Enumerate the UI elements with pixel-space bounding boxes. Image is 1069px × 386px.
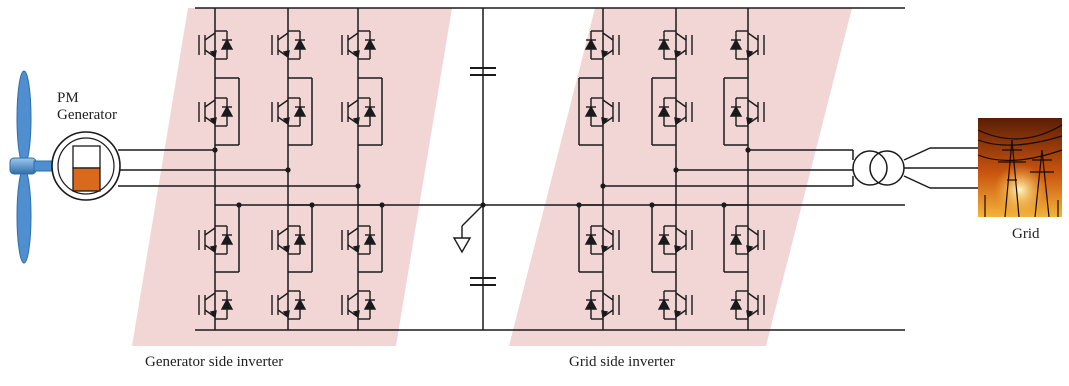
junction-dot: [236, 202, 242, 208]
wind-turbine-icon: [9, 70, 55, 264]
generator-inverter-leg2-switch4: [271, 290, 307, 320]
pm-generator-label: PM Generator: [57, 90, 117, 124]
generator-inverter-leg1-switch3: [198, 225, 234, 255]
pm-generator-label-line2: Generator: [57, 107, 117, 123]
grid-inverter-leg2-switch4: [657, 290, 693, 320]
generator-inverter-leg3-switch4: [341, 290, 377, 320]
ground-icon: [452, 204, 484, 254]
junction-dot: [649, 202, 655, 208]
transformer-icon: [852, 150, 905, 186]
generator-inverter-leg2-switch3: [271, 225, 307, 255]
grid-side-inverter-label: Grid side inverter: [569, 354, 675, 370]
junction-dot: [721, 202, 727, 208]
junction-dot: [212, 147, 218, 153]
generator-inverter-leg3-switch1: [341, 30, 377, 60]
grid-inverter-leg1-switch1: [584, 30, 620, 60]
junction-dot: [355, 183, 361, 189]
generator-inverter-leg3-switch3: [341, 225, 377, 255]
grid-inverter-leg3-switch4: [729, 290, 765, 320]
junction-dot: [285, 167, 291, 173]
pm-generator-label-line1: PM: [57, 90, 79, 106]
junction-dot: [673, 167, 679, 173]
junction-dot: [309, 202, 315, 208]
grid-label: Grid: [1012, 226, 1040, 242]
grid-inverter-leg3-switch1: [729, 30, 765, 60]
junction-dot: [576, 202, 582, 208]
power-grid-icon: [977, 118, 1063, 218]
switch-array: [198, 30, 765, 320]
generator-inverter-leg1-switch2: [198, 97, 234, 127]
generator-inverter-leg3-switch2: [341, 97, 377, 127]
generator-inverter-leg1-switch1: [198, 30, 234, 60]
grid-inverter-leg1-switch4: [584, 290, 620, 320]
dc-link-capacitors: [470, 67, 496, 286]
generator-side-inverter-label: Generator side inverter: [145, 354, 284, 370]
junction-dot: [745, 147, 751, 153]
grid-inverter-leg3-switch2: [729, 97, 765, 127]
junction-dot: [600, 183, 606, 189]
grid-inverter-leg2-switch2: [657, 97, 693, 127]
junction-dot: [379, 202, 385, 208]
generator-inverter-leg2-switch2: [271, 97, 307, 127]
grid-inverter-leg2-switch3: [657, 225, 693, 255]
pm-generator-icon: [51, 131, 121, 201]
grid-inverter-leg1-switch3: [584, 225, 620, 255]
generator-inverter-leg2-switch1: [271, 30, 307, 60]
generator-inverter-leg1-switch4: [198, 290, 234, 320]
grid-inverter-background: [509, 8, 852, 346]
generator-inverter-background: [132, 8, 452, 346]
grid-inverter-leg1-switch2: [584, 97, 620, 127]
grid-inverter-leg3-switch3: [729, 225, 765, 255]
grid-inverter-leg2-switch1: [657, 30, 693, 60]
